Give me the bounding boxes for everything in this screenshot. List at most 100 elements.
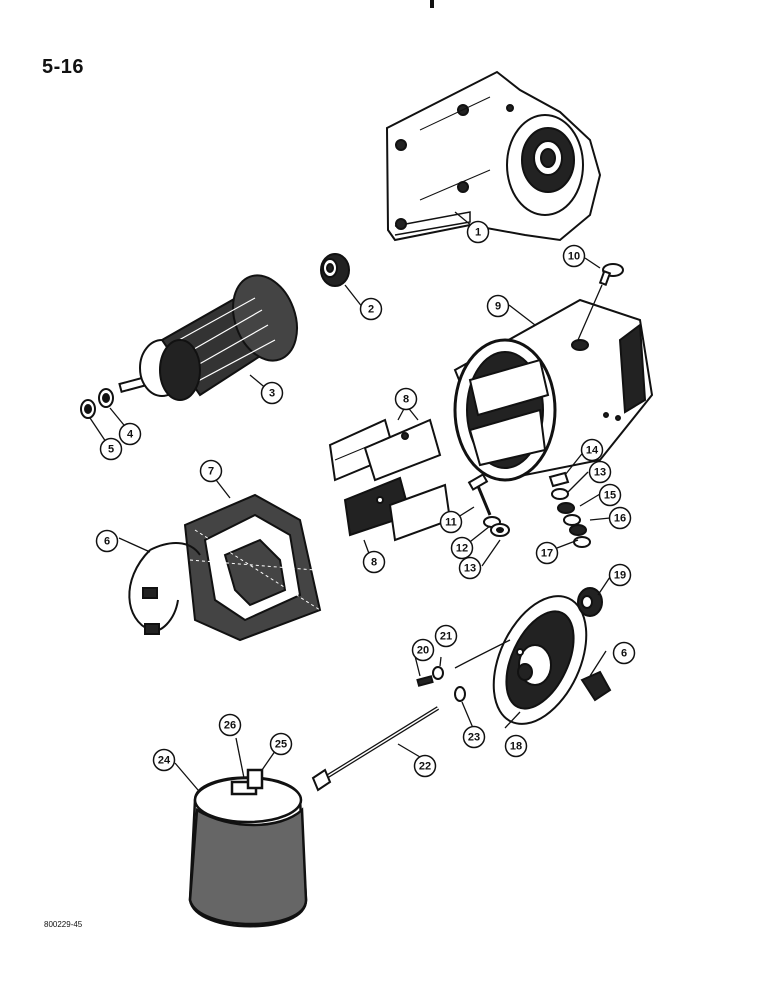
- callout-circle: [535, 541, 559, 565]
- callout-circle: [598, 483, 622, 507]
- callout-11: 11: [439, 510, 463, 534]
- callout-number: 8: [371, 557, 377, 569]
- part-terminal-bolt-11: [467, 473, 492, 516]
- part-washer-4: [98, 388, 114, 408]
- callout-number: 16: [614, 513, 626, 525]
- callout-5: 5: [99, 437, 123, 461]
- callout-2: 2: [359, 297, 383, 321]
- part-field-frame-housing: [453, 298, 654, 482]
- part-washer-23: [454, 686, 466, 702]
- callout-circle: [359, 297, 383, 321]
- callout-8: 8: [394, 387, 418, 411]
- callout-19: 19: [608, 563, 632, 587]
- part-armature: [118, 274, 298, 401]
- callout-number: 13: [594, 467, 606, 479]
- callout-number: 1: [475, 227, 481, 239]
- callout-circle: [450, 536, 474, 560]
- callout-number: 9: [495, 301, 501, 313]
- part-wire-lead-end: [580, 670, 612, 702]
- callout-circle: [580, 438, 604, 462]
- callout-number: 25: [275, 739, 287, 751]
- callout-number: 6: [104, 536, 110, 548]
- callout-labels: 1234567889101112131314151617181962021222…: [95, 220, 636, 778]
- callout-3: 3: [260, 381, 284, 405]
- callout-number: 7: [208, 466, 214, 478]
- callout-6: 6: [95, 529, 119, 553]
- callout-circle: [413, 754, 437, 778]
- part-wire-lead: [128, 542, 201, 635]
- callout-number: 2: [368, 304, 374, 316]
- callout-circle: [458, 556, 482, 580]
- part-screw-10: [598, 263, 624, 286]
- part-insulator-14: [548, 471, 570, 488]
- figure-code: 800229-45: [44, 920, 83, 929]
- callout-circle: [218, 713, 242, 737]
- callout-number: 12: [456, 543, 468, 555]
- callout-circle: [588, 460, 612, 484]
- callout-21: 21: [434, 624, 458, 648]
- callout-circle: [99, 437, 123, 461]
- callout-circle: [608, 563, 632, 587]
- callout-circle: [504, 734, 528, 758]
- callout-number: 24: [158, 755, 171, 767]
- callout-number: 22: [419, 761, 431, 773]
- callout-number: 4: [127, 429, 134, 441]
- callout-circle: [362, 550, 386, 574]
- callout-14: 14: [580, 438, 604, 462]
- callout-13: 13: [458, 556, 482, 580]
- part-pole-shoes: [328, 418, 452, 542]
- part-commutator-end-head: [492, 595, 588, 725]
- page-number: 5-16: [42, 56, 85, 78]
- callout-number: 6: [621, 648, 627, 660]
- callout-13: 13: [588, 460, 612, 484]
- part-bearing-19: [577, 587, 603, 617]
- callout-20: 20: [411, 638, 435, 662]
- callout-number: 23: [468, 732, 480, 744]
- callout-18: 18: [504, 734, 528, 758]
- callout-circle: [462, 725, 486, 749]
- callout-circle: [199, 459, 223, 483]
- callout-circle: [152, 748, 176, 772]
- callout-12: 12: [450, 536, 474, 560]
- callout-4: 4: [118, 422, 142, 446]
- callout-number: 26: [224, 720, 236, 732]
- callout-circle: [612, 641, 636, 665]
- callout-circle: [486, 294, 510, 318]
- callout-circle: [466, 220, 490, 244]
- callout-10: 10: [562, 244, 586, 268]
- part-field-coils: [183, 493, 322, 642]
- part-through-bolt: [311, 706, 440, 792]
- callout-number: 10: [568, 251, 580, 263]
- callout-23: 23: [462, 725, 486, 749]
- callout-22: 22: [413, 754, 437, 778]
- callout-17: 17: [535, 541, 559, 565]
- callout-circle: [608, 506, 632, 530]
- callout-number: 21: [440, 631, 452, 643]
- callout-number: 20: [417, 645, 429, 657]
- callout-number: 18: [510, 741, 522, 753]
- callout-16: 16: [608, 506, 632, 530]
- callout-circle: [411, 638, 435, 662]
- callout-circle: [562, 244, 586, 268]
- callout-number: 15: [604, 490, 616, 502]
- callout-circle: [439, 510, 463, 534]
- callout-number: 8: [403, 394, 409, 406]
- callout-7: 7: [199, 459, 223, 483]
- top-edge-mark: [430, 0, 434, 8]
- part-screw-20: [416, 675, 434, 687]
- part-cover-band: [188, 768, 308, 928]
- part-nut-13a: [490, 523, 510, 537]
- callout-circle: [118, 422, 142, 446]
- callout-25: 25: [269, 732, 293, 756]
- callout-number: 14: [586, 445, 599, 457]
- callout-circle: [269, 732, 293, 756]
- callout-number: 3: [269, 388, 275, 400]
- callout-circle: [260, 381, 284, 405]
- callout-9: 9: [486, 294, 510, 318]
- callout-6: 6: [612, 641, 636, 665]
- callout-number: 17: [541, 548, 553, 560]
- callout-number: 11: [445, 517, 457, 529]
- callout-number: 13: [464, 563, 476, 575]
- part-washer-21: [432, 666, 444, 680]
